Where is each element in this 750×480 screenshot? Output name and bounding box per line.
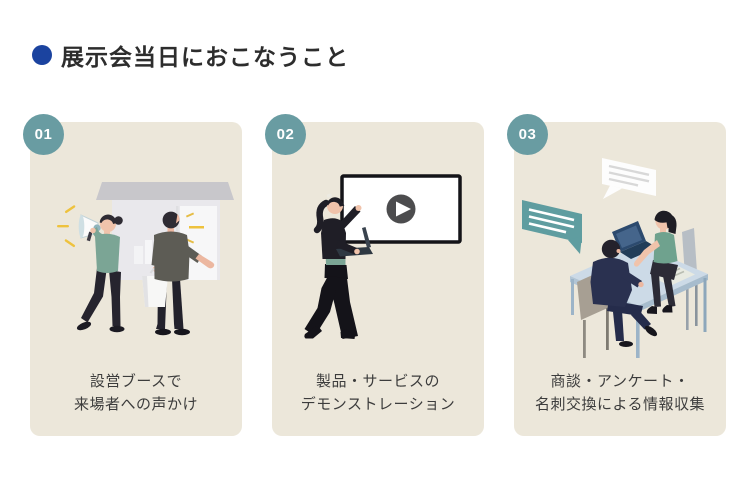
play-icon (386, 194, 416, 224)
illustration-product-demo (272, 148, 484, 378)
illustration-business-meeting (514, 148, 726, 378)
seated-man (590, 239, 658, 347)
step-card-1: 01 (23, 114, 242, 436)
step-caption-3: 商談・アンケート・ 名刺交換による情報収集 (514, 371, 726, 416)
booth-greeting-graphic (57, 182, 234, 336)
speech-bubble-teal-icon (522, 200, 582, 254)
section-header: 展示会当日におこなうこと (32, 38, 349, 72)
laptop-icon (612, 221, 657, 259)
title-bullet-icon (32, 45, 52, 65)
steps-row: 01 (23, 114, 726, 436)
step-card-2: 02 (265, 114, 484, 436)
business-meeting-graphic (522, 158, 708, 358)
presenter-woman (304, 193, 373, 339)
illustration-booth-greeting (30, 148, 242, 378)
caption-line: 製品・サービスの (315, 373, 440, 390)
product-demo-graphic (304, 174, 462, 339)
step-number-badge-2: 02 (265, 114, 306, 155)
caption-line: 来場者への声かけ (73, 395, 198, 413)
woman-chair (682, 228, 698, 330)
step-number-badge-3: 03 (507, 114, 548, 155)
caption-line: 商談・アンケート・ (550, 373, 690, 390)
caption-line: 名刺交換による情報収集 (534, 395, 706, 413)
video-screen (340, 174, 462, 244)
step-card-3: 03 (507, 114, 726, 436)
caption-line: 設営ブースで (89, 373, 183, 390)
sound-rays-icon (57, 205, 76, 248)
step-caption-1: 設営ブースで 来場者への声かけ (30, 371, 242, 416)
caption-line: デモンストレーション (300, 395, 456, 413)
visitor-man (142, 211, 215, 336)
seated-woman (633, 210, 678, 314)
section-title: 展示会当日におこなうこと (61, 44, 349, 70)
speech-bubble-white-icon (602, 158, 656, 199)
staff-woman (76, 214, 125, 333)
step-number-badge-1: 01 (23, 114, 64, 155)
step-caption-2: 製品・サービスの デモンストレーション (272, 371, 484, 416)
